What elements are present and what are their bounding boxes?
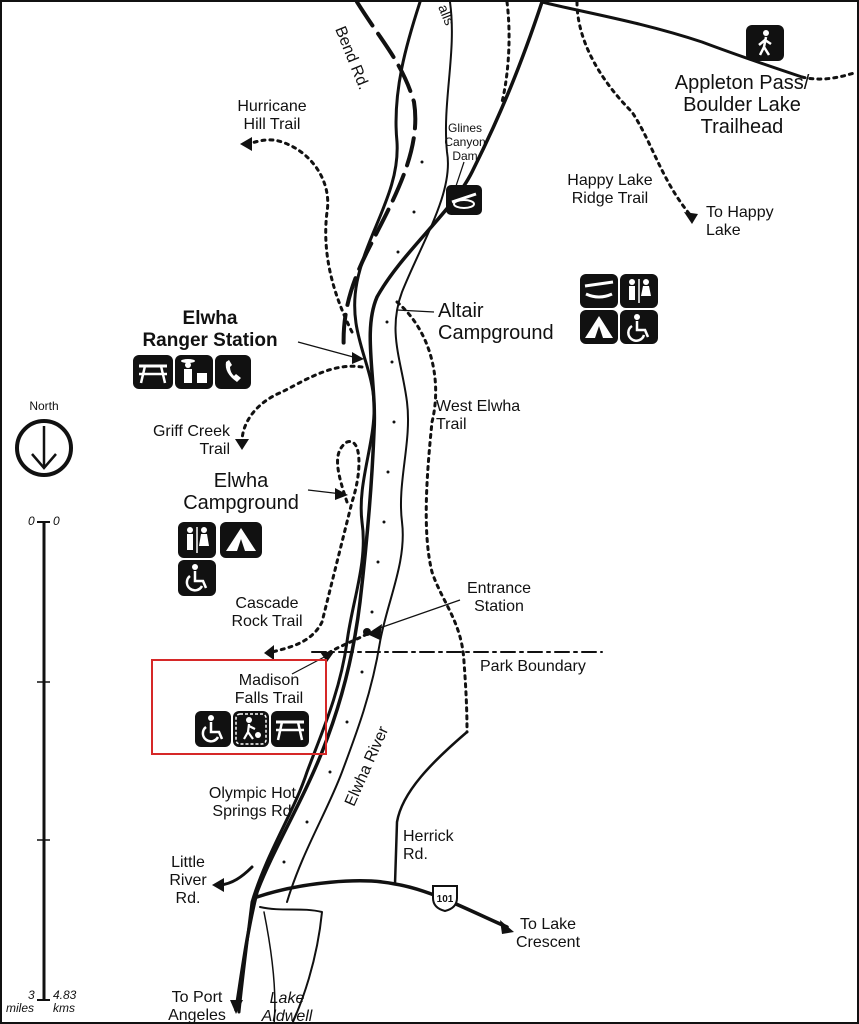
griff-label: Griff Creek Trail — [152, 423, 230, 458]
to-happy-label: To Happy Lake — [706, 204, 774, 239]
scale-top-kms: 0 — [53, 514, 60, 528]
happy-ridge-trail — [575, 2, 694, 219]
little-river-road — [218, 865, 254, 887]
campground-icon — [580, 310, 618, 344]
entrance-station-marker — [363, 628, 371, 636]
highway-101 — [255, 879, 509, 929]
elwha-campground-label: Elwha Campground — [183, 470, 299, 514]
park-boundary-label: Park Boundary — [480, 658, 586, 675]
north-arrow-icon — [15, 419, 73, 477]
lake-aldwell-edge — [259, 906, 323, 1022]
cascade-arrow — [264, 645, 274, 660]
happy-ridge-label: Happy Lake Ridge Trail — [567, 172, 653, 207]
scale-bar — [37, 521, 50, 1001]
elwha-camp-trail — [270, 440, 361, 654]
boulder-trail — [500, 2, 511, 104]
highway-number: 101 — [437, 894, 454, 905]
to-port-label: To Port Angeles — [168, 989, 226, 1024]
lake-aldwell-label: Lake Aldwell — [261, 990, 313, 1024]
restroom-icon — [178, 522, 216, 558]
herrick-label: Herrick Rd. — [403, 828, 454, 863]
ranger-leader — [297, 341, 358, 359]
appleton-label: Appleton Pass/ Boulder Lake Trailhead — [674, 72, 810, 138]
little-river-label: Little River Rd. — [169, 854, 207, 907]
hurricane-trail — [245, 138, 354, 334]
river-bank-east — [286, 2, 453, 903]
main-road — [234, 2, 544, 1012]
altair-label: Altair Campground — [438, 300, 554, 344]
crescent-arrow — [500, 920, 514, 934]
picnic-table-icon — [133, 355, 173, 389]
boat-ramp-icon — [580, 274, 618, 308]
campground-leader — [307, 489, 343, 495]
glines-label: Glines Canyon Dam — [444, 121, 486, 163]
olympic-label: Olympic Hot Springs Rd. — [208, 785, 296, 820]
scale-bottom-kms: 4.83 — [53, 988, 77, 1002]
phone-icon — [215, 355, 251, 389]
cascade-label: Cascade Rock Trail — [231, 595, 303, 630]
altair-leader — [396, 309, 435, 313]
accessible-icon — [178, 560, 216, 596]
west-elwha-label: West Elwha Trail — [436, 398, 521, 433]
picnic-table-icon — [271, 711, 309, 747]
scale-unit-miles: miles — [6, 1001, 35, 1015]
to-happy-arrow — [684, 212, 698, 224]
madison-arrow — [320, 652, 334, 662]
to-lake-crescent-label: To Lake Crescent — [515, 916, 581, 951]
accessible-trail-icon — [233, 711, 269, 747]
accessible-icon — [620, 310, 658, 344]
bend-road — [341, 2, 418, 354]
hurricane-arrow — [240, 137, 252, 151]
ranger-arrow — [352, 352, 364, 364]
madison-falls-highlight — [151, 659, 327, 755]
griff-trail — [240, 364, 364, 444]
herrick-road — [393, 730, 469, 886]
accessible-icon — [195, 711, 231, 747]
madison-label: Madison Falls Trail — [234, 672, 304, 707]
scale-unit-kms: kms — [53, 1001, 75, 1015]
north-label: North — [29, 399, 59, 413]
hurricane-label: Hurricane Hill Trail — [237, 98, 307, 133]
river-bank-west — [237, 2, 422, 1014]
dam-icon — [446, 185, 482, 215]
appleton-trail — [800, 70, 857, 81]
entrance-label: Entrance Station — [466, 580, 532, 615]
scale-bottom-miles: 3 — [28, 988, 35, 1002]
ranger-station-label: Elwha Ranger Station — [142, 308, 278, 351]
little-river-arrow — [212, 878, 224, 892]
ranger-icon — [175, 355, 213, 389]
scale-top-miles: 0 — [28, 514, 35, 528]
hiker-icon — [746, 25, 784, 61]
port-arrow — [230, 1000, 243, 1014]
restroom-icon — [620, 274, 658, 308]
entrance-leader — [373, 599, 461, 631]
west-elwha-trail — [395, 300, 469, 734]
madison-leader — [291, 653, 331, 675]
river-stipple — [282, 160, 424, 864]
griff-arrow — [235, 439, 249, 450]
campground-icon — [220, 522, 262, 558]
highway-101-shield-icon: 101 — [432, 885, 458, 912]
appleton-road — [540, 2, 804, 79]
